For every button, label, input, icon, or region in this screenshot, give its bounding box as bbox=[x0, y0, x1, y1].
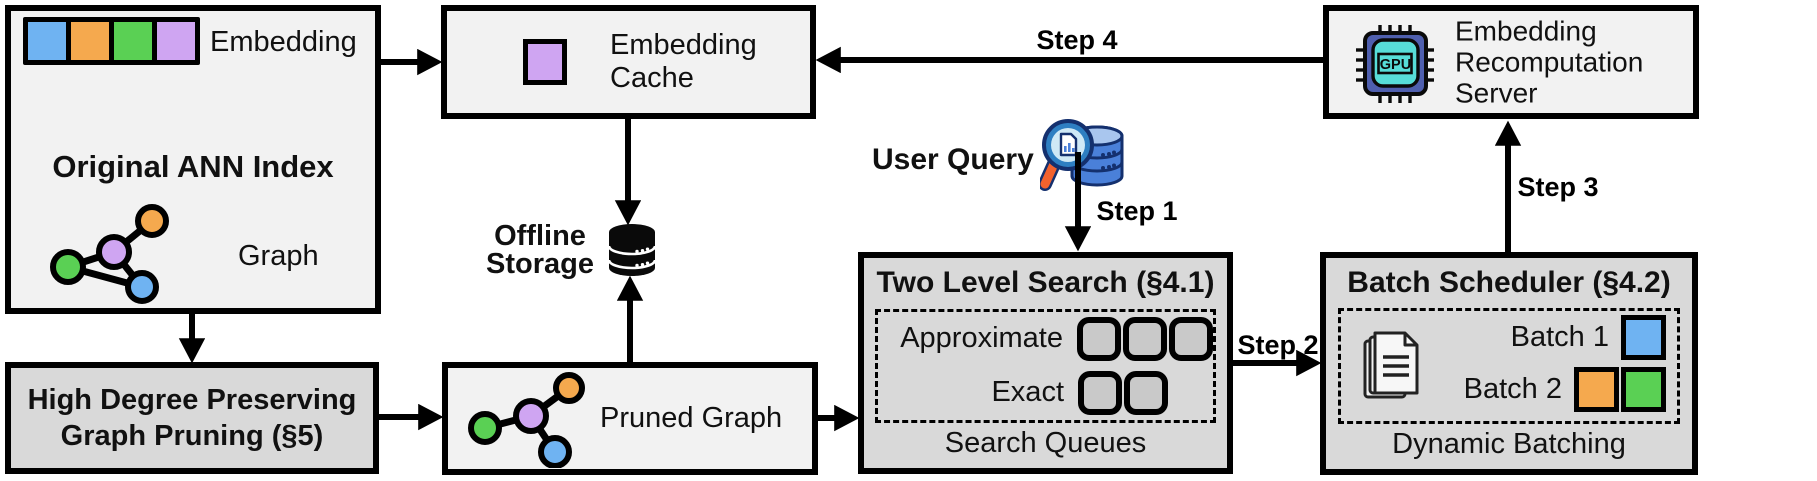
search-queues-footer: Search Queues bbox=[944, 427, 1147, 460]
search-queues-panel: Approximate Exact bbox=[875, 309, 1216, 423]
queue-slot bbox=[1077, 317, 1121, 361]
batch1-query-blue bbox=[1621, 315, 1666, 360]
two-level-search-box: Two Level Search (§4.1) Approximate Exac… bbox=[858, 252, 1233, 474]
embedding-cell-purple bbox=[157, 22, 195, 60]
step2-label: Step 2 bbox=[1237, 330, 1319, 360]
batch2-row: Batch 2 bbox=[1464, 367, 1666, 412]
embedding-label: Embedding bbox=[210, 26, 357, 58]
dynamic-batching-footer: Dynamic Batching bbox=[1392, 428, 1626, 461]
embedding-vector-icon bbox=[23, 17, 200, 65]
embedding-cell-green bbox=[114, 22, 152, 60]
graph-label: Graph bbox=[238, 240, 319, 272]
step3-label: Step 3 bbox=[1517, 172, 1599, 202]
embedding-cell-orange bbox=[71, 22, 109, 60]
approximate-queue-row: Approximate bbox=[878, 317, 1213, 361]
recomputation-server-label: Embedding Recomputation Server bbox=[1455, 15, 1644, 109]
gpu-chip-icon: GPU bbox=[1356, 25, 1434, 103]
two-level-search-title: Two Level Search (§4.1) bbox=[876, 266, 1215, 299]
high-degree-pruning-label: High Degree Preserving Graph Pruning (§5… bbox=[27, 384, 357, 452]
exact-queue-row: Exact bbox=[878, 371, 1213, 415]
embedding-cell-blue bbox=[28, 22, 66, 60]
exact-label: Exact bbox=[991, 376, 1064, 409]
queue-slot bbox=[1123, 317, 1167, 361]
ann-graph-icon bbox=[50, 204, 169, 304]
user-query-icon bbox=[1040, 119, 1124, 191]
batch1-label: Batch 1 bbox=[1510, 320, 1609, 353]
documents-icon bbox=[1363, 331, 1419, 399]
original-ann-index-title: Original ANN Index bbox=[52, 149, 334, 184]
queue-slot bbox=[1169, 317, 1213, 361]
pruned-graph-icon bbox=[468, 372, 585, 468]
recomputation-server-box: GPU Embedding Recomputation Server bbox=[1323, 5, 1699, 119]
dynamic-batching-panel: Batch 1 Batch 2 bbox=[1338, 308, 1680, 424]
pruned-graph-label: Pruned Graph bbox=[600, 401, 783, 434]
offline-storage-database-icon bbox=[607, 224, 657, 276]
step1-label: Step 1 bbox=[1096, 196, 1178, 226]
offline-storage-label: Offline Storage bbox=[486, 220, 594, 280]
batch1-row: Batch 1 bbox=[1511, 315, 1666, 360]
pruned-graph-box: Pruned Graph bbox=[442, 362, 818, 475]
queue-slot bbox=[1124, 371, 1168, 415]
approximate-label: Approximate bbox=[900, 322, 1063, 355]
cached-embedding-icon bbox=[523, 39, 567, 85]
queue-slot bbox=[1078, 371, 1122, 415]
batch2-query-green bbox=[1621, 367, 1666, 412]
original-ann-index-box: Embedding Original ANN Index Graph bbox=[5, 5, 381, 314]
batch2-query-orange bbox=[1574, 367, 1619, 412]
user-query-label: User Query bbox=[872, 143, 1034, 176]
batch-scheduler-title: Batch Scheduler (§4.2) bbox=[1347, 266, 1671, 299]
step4-label: Step 4 bbox=[1036, 25, 1118, 55]
batch2-label: Batch 2 bbox=[1463, 372, 1562, 405]
gpu-text: GPU bbox=[1380, 57, 1411, 73]
high-degree-pruning-box: High Degree Preserving Graph Pruning (§5… bbox=[5, 362, 379, 474]
embedding-cache-label: Embedding Cache bbox=[610, 29, 757, 94]
batch-scheduler-box: Batch Scheduler (§4.2) Batch 1 Batch 2 bbox=[1320, 252, 1698, 475]
embedding-cache-box: Embedding Cache bbox=[441, 5, 816, 119]
